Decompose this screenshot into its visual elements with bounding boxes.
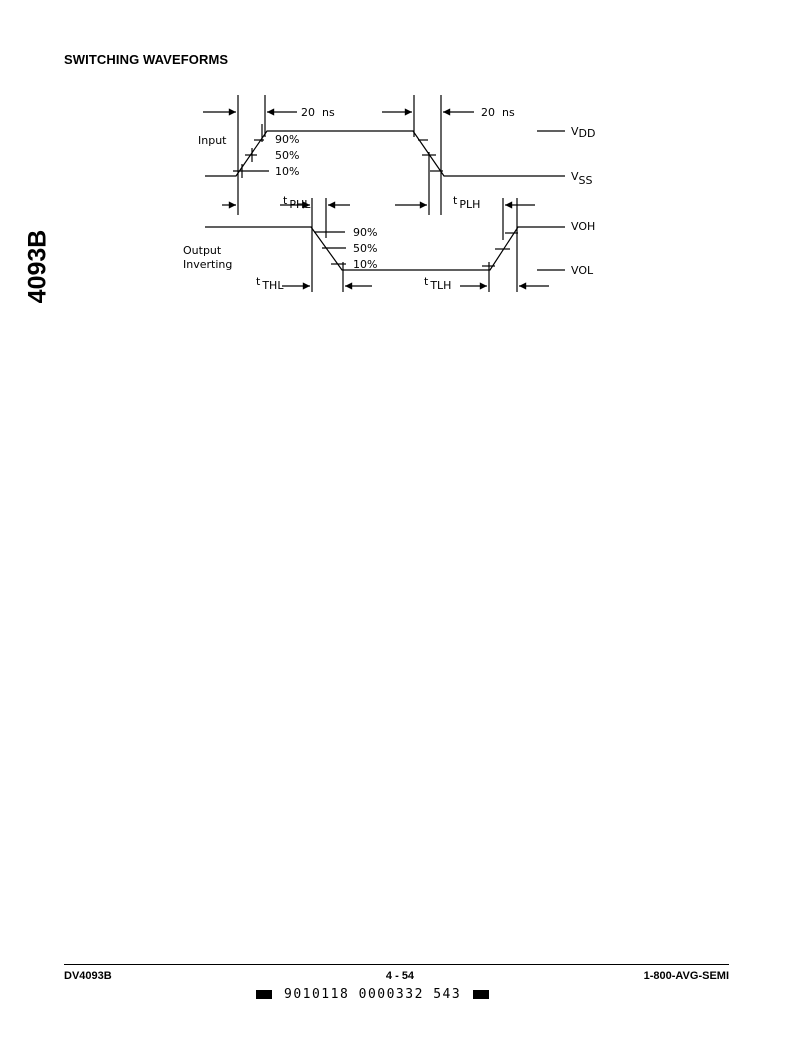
footer-divider — [64, 964, 729, 965]
output-90-label: 90% — [353, 226, 377, 239]
vdd-label: VDD — [571, 125, 595, 140]
barcode-text: 9010118 0000332 543 — [284, 987, 462, 1002]
barcode-block-left — [256, 990, 272, 999]
output-label-line2: Inverting — [183, 258, 232, 271]
input-90-label: 90% — [275, 133, 299, 146]
input-label: Input — [198, 134, 227, 147]
output-50-label: 50% — [353, 242, 377, 255]
fall-time-label: 20 ns — [481, 106, 515, 119]
footer-barcode: 9010118 0000332 543 — [256, 987, 490, 1002]
input-10-label: 10% — [275, 165, 299, 178]
vss-label: VSS — [571, 170, 593, 187]
footer-page-number: 4 - 54 — [385, 970, 415, 982]
footer-phone: 1-800-AVG-SEMI — [643, 970, 729, 982]
footer-part-number: DV4093B — [64, 970, 112, 982]
section-title: SWITCHING WAVEFORMS — [64, 52, 229, 67]
barcode-block-right — [473, 990, 490, 999]
switching-waveform-diagram: Input Output Inverting 20 ns 20 ns 90% 5… — [183, 95, 595, 292]
output-label-line1: Output — [183, 244, 222, 257]
input-waveform — [205, 130, 565, 177]
output-10-label: 10% — [353, 258, 377, 271]
vol-label: VOL — [571, 264, 594, 277]
voh-label: VOH — [571, 220, 595, 233]
input-50-label: 50% — [275, 149, 299, 162]
rise-time-label: 20 ns — [301, 106, 335, 119]
output-waveform — [205, 226, 565, 271]
